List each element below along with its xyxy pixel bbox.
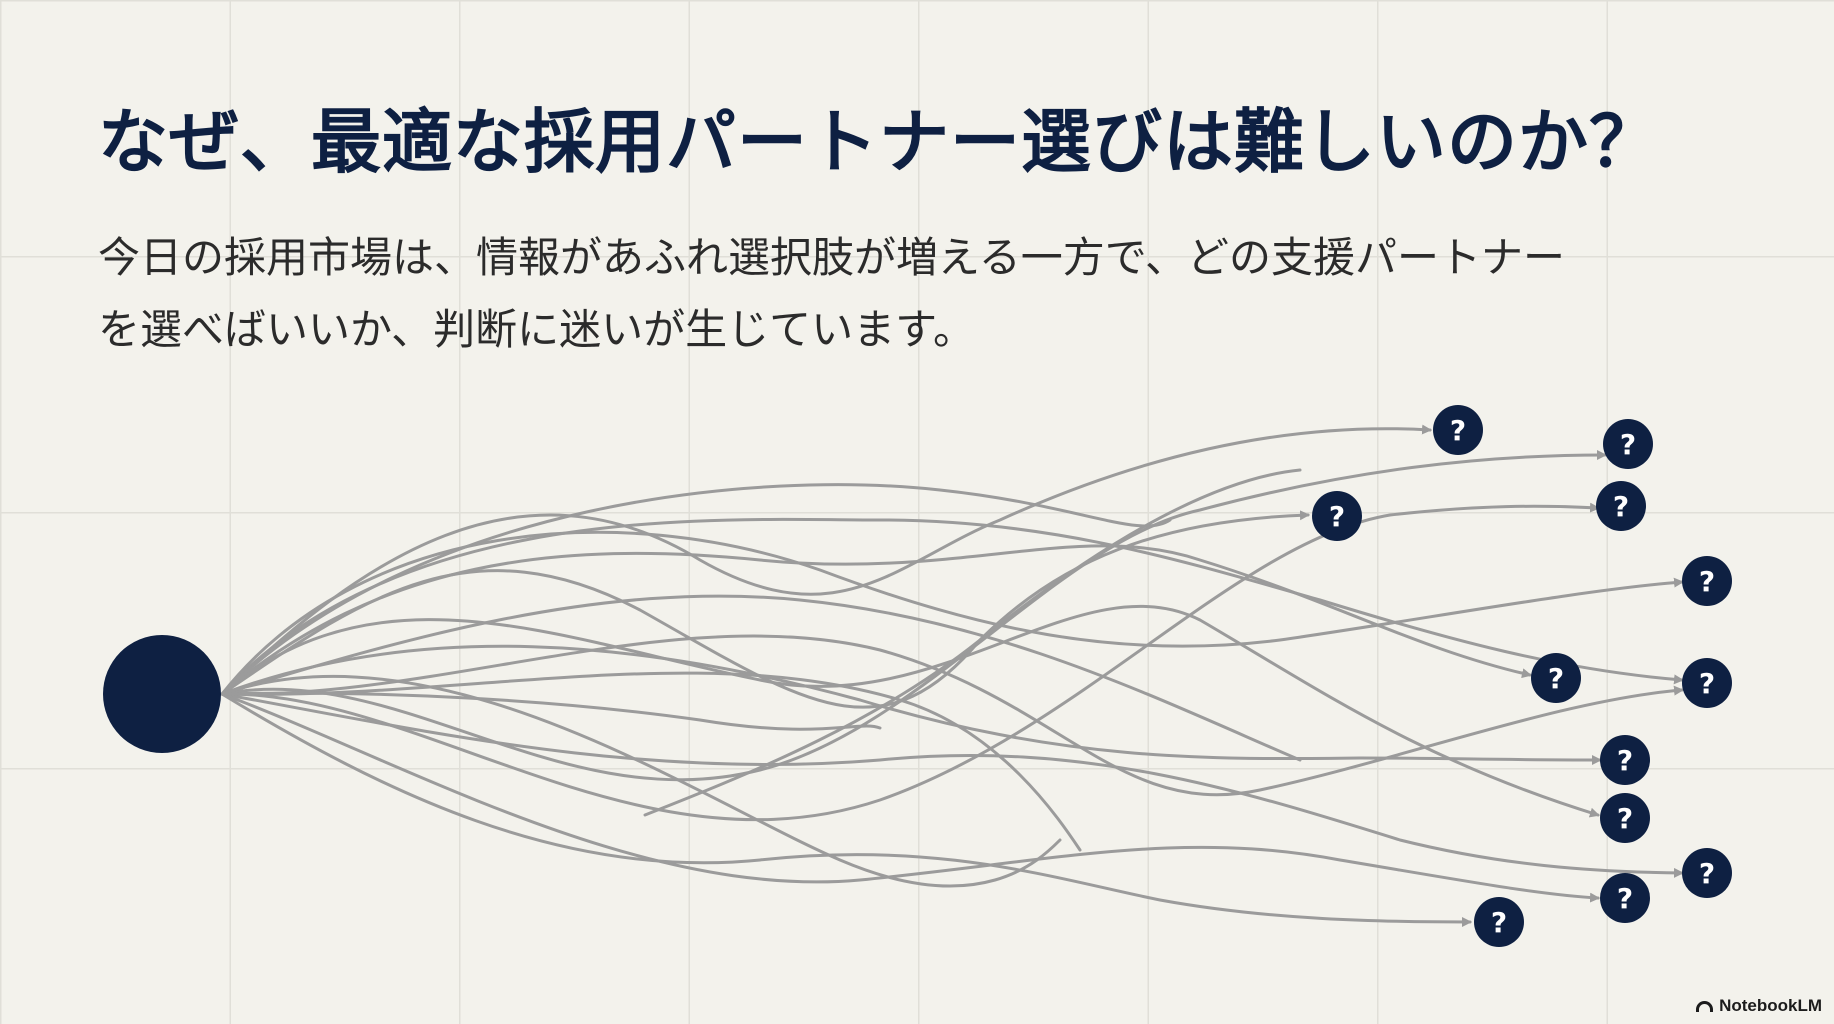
path-to-q4: [220, 502, 1600, 822]
question-mark-icon: ?: [1450, 414, 1466, 447]
question-mark-icon: ?: [1699, 857, 1715, 890]
tangled-paths: [220, 424, 1684, 927]
path-to-q13: [220, 692, 1472, 927]
slide-subtitle: 今日の採用市場は、情報があふれ選択肢が増える一方で、どの支援パートナー を選べば…: [98, 222, 1758, 366]
notebooklm-icon: [1696, 1000, 1714, 1012]
path-to-q12: [220, 692, 1600, 903]
origin-node: [103, 635, 221, 753]
question-nodes: ? ? ? ? ? ? ?: [1312, 405, 1732, 947]
path-to-q10: [220, 604, 1600, 818]
slide-title: なぜ、最適な採用パートナー選びは難しいのか？: [98, 101, 1660, 183]
notebooklm-logo: NotebookLM: [1696, 996, 1822, 1016]
question-node: ?: [1682, 556, 1732, 606]
path-to-q1: [220, 424, 1432, 696]
path-to-q8: [220, 634, 1684, 797]
question-node: ?: [1531, 653, 1581, 703]
tangle-path-4: [220, 691, 882, 731]
question-node: ?: [1312, 491, 1362, 541]
tangle-path-2: [220, 671, 1082, 852]
subtitle-line-2: を選べばいいか、判断に迷いが生じています。: [98, 305, 975, 354]
question-mark-icon: ?: [1491, 906, 1507, 939]
path-to-q3: [220, 450, 1607, 782]
logo-text: NotebookLM: [1719, 996, 1822, 1015]
question-mark-icon: ?: [1620, 428, 1636, 461]
path-to-q9: [220, 644, 1602, 765]
question-node: ?: [1600, 735, 1650, 785]
question-node: ?: [1682, 848, 1732, 898]
question-node: ?: [1433, 405, 1483, 455]
question-mark-icon: ?: [1613, 490, 1629, 523]
path-to-q6: [220, 544, 1532, 696]
question-mark-icon: ?: [1548, 662, 1564, 695]
question-mark-icon: ?: [1617, 802, 1633, 835]
question-node: ?: [1600, 793, 1650, 843]
subtitle-line-1: 今日の採用市場は、情報があふれ選択肢が増える一方で、どの支援パートナー: [98, 233, 1566, 282]
tangle-path-1: [220, 483, 1172, 696]
tangle-path-3: [643, 468, 1302, 817]
tangle-path-6: [220, 675, 1062, 888]
question-mark-icon: ?: [1617, 744, 1633, 777]
question-node: ?: [1596, 481, 1646, 531]
question-mark-icon: ?: [1329, 500, 1345, 533]
question-node: ?: [1474, 897, 1524, 947]
question-mark-icon: ?: [1699, 565, 1715, 598]
question-node: ?: [1682, 658, 1732, 708]
path-to-q11: [220, 692, 1684, 878]
question-mark-icon: ?: [1699, 667, 1715, 700]
question-node: ?: [1600, 873, 1650, 923]
path-to-q7: [220, 517, 1684, 696]
question-node: ?: [1603, 419, 1653, 469]
question-mark-icon: ?: [1617, 882, 1633, 915]
tangle-path-5: [220, 594, 1302, 762]
